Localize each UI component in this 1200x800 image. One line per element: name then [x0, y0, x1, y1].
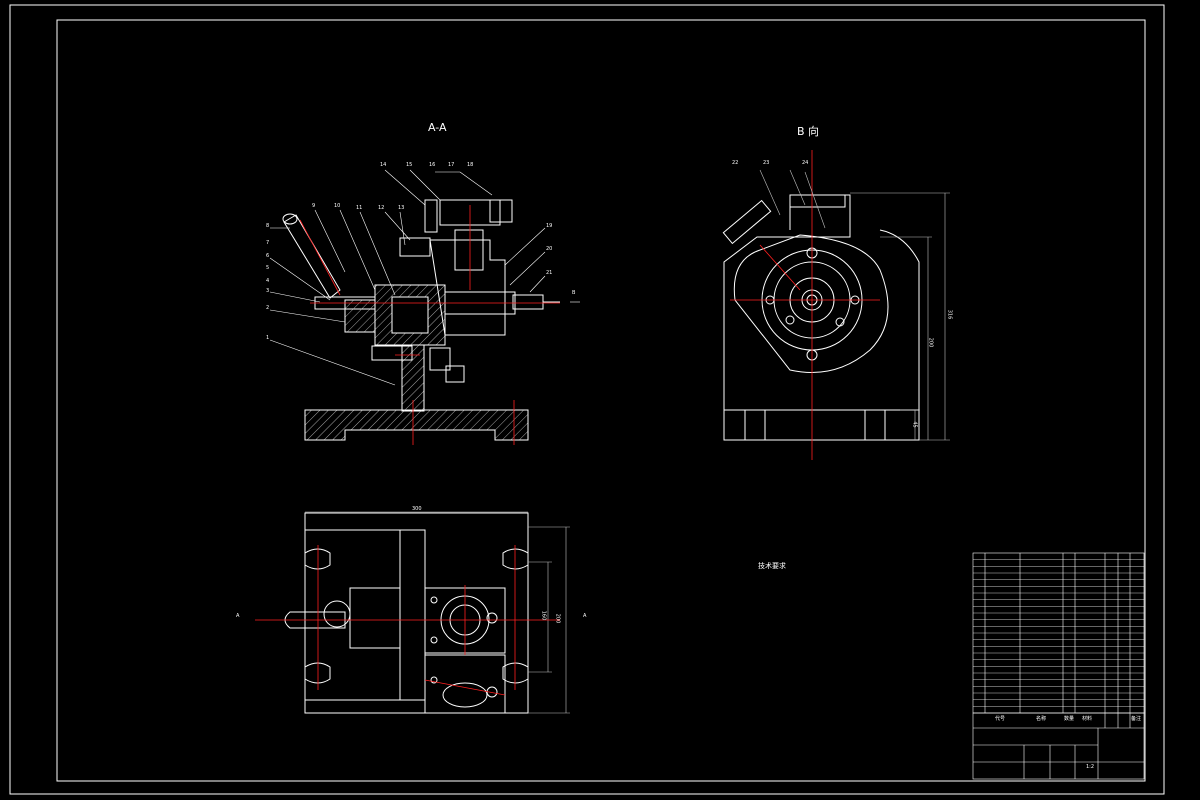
callout-11: 11: [356, 205, 363, 211]
dimension-base-height: 45: [911, 421, 918, 428]
dimension-side-inner: 200: [927, 337, 934, 348]
technical-requirements-title: 技术要求: [758, 562, 786, 570]
dimension-plan-outer: 200: [554, 613, 561, 624]
callout-23: 23: [763, 160, 770, 166]
inner-border: [56, 19, 1146, 782]
callout-18: 18: [467, 162, 474, 168]
callout-15: 15: [406, 162, 413, 168]
callout-19: 19: [546, 223, 553, 229]
callout-16: 16: [429, 162, 436, 168]
parts-list-table: [972, 552, 1145, 728]
callout-4: 4: [266, 278, 270, 284]
dimension-top-width: 300: [412, 506, 422, 512]
callout-13: 13: [398, 205, 405, 211]
section-view-centerlines: [299, 205, 560, 445]
callout-7: 7: [266, 240, 270, 246]
callout-5: 5: [266, 265, 270, 271]
section-view-title: A-A: [428, 121, 447, 134]
plan-view: [284, 511, 570, 714]
direction-view-b: [722, 194, 920, 441]
dimension-side-height: 316: [946, 309, 953, 320]
callout-10: 10: [334, 203, 341, 209]
plan-view-centerlines: [255, 545, 560, 696]
callout-9: 9: [312, 203, 316, 209]
callout-24: 24: [802, 160, 809, 166]
parts-header-note: 备注: [1131, 716, 1142, 722]
section-view-a-a: [282, 199, 560, 441]
section-leader-lines: [269, 169, 580, 386]
callout-2: 2: [266, 305, 270, 311]
parts-header-qty: 数量: [1064, 716, 1075, 722]
callout-20: 20: [546, 246, 553, 252]
parts-header-material: 材料: [1082, 716, 1093, 722]
section-marker-a-left: A: [236, 613, 240, 619]
callout-3: 3: [266, 288, 270, 294]
direction-view-b-dimensions: [759, 169, 950, 441]
callout-21: 21: [546, 270, 553, 276]
callout-14: 14: [380, 162, 387, 168]
title-block-scale: 1:2: [1086, 764, 1095, 770]
title-block: [972, 712, 1145, 780]
section-marker-a-right: A: [583, 613, 587, 619]
callout-6: 6: [266, 253, 270, 259]
callout-22: 22: [732, 160, 739, 166]
callout-1: 1: [266, 335, 270, 341]
parts-list-rows: [973, 559, 1144, 707]
parts-header-name: 名称: [1036, 716, 1047, 722]
view-direction-marker-b: B: [572, 290, 576, 296]
dimension-plan-inner: 160: [540, 610, 547, 621]
direction-view-b-centerlines: [730, 150, 880, 460]
callout-17: 17: [448, 162, 455, 168]
callout-8: 8: [266, 223, 270, 229]
callout-12: 12: [378, 205, 385, 211]
direction-view-title: B 向: [797, 125, 820, 138]
outer-border: [9, 4, 1165, 795]
parts-header-code: 代号: [995, 716, 1006, 722]
